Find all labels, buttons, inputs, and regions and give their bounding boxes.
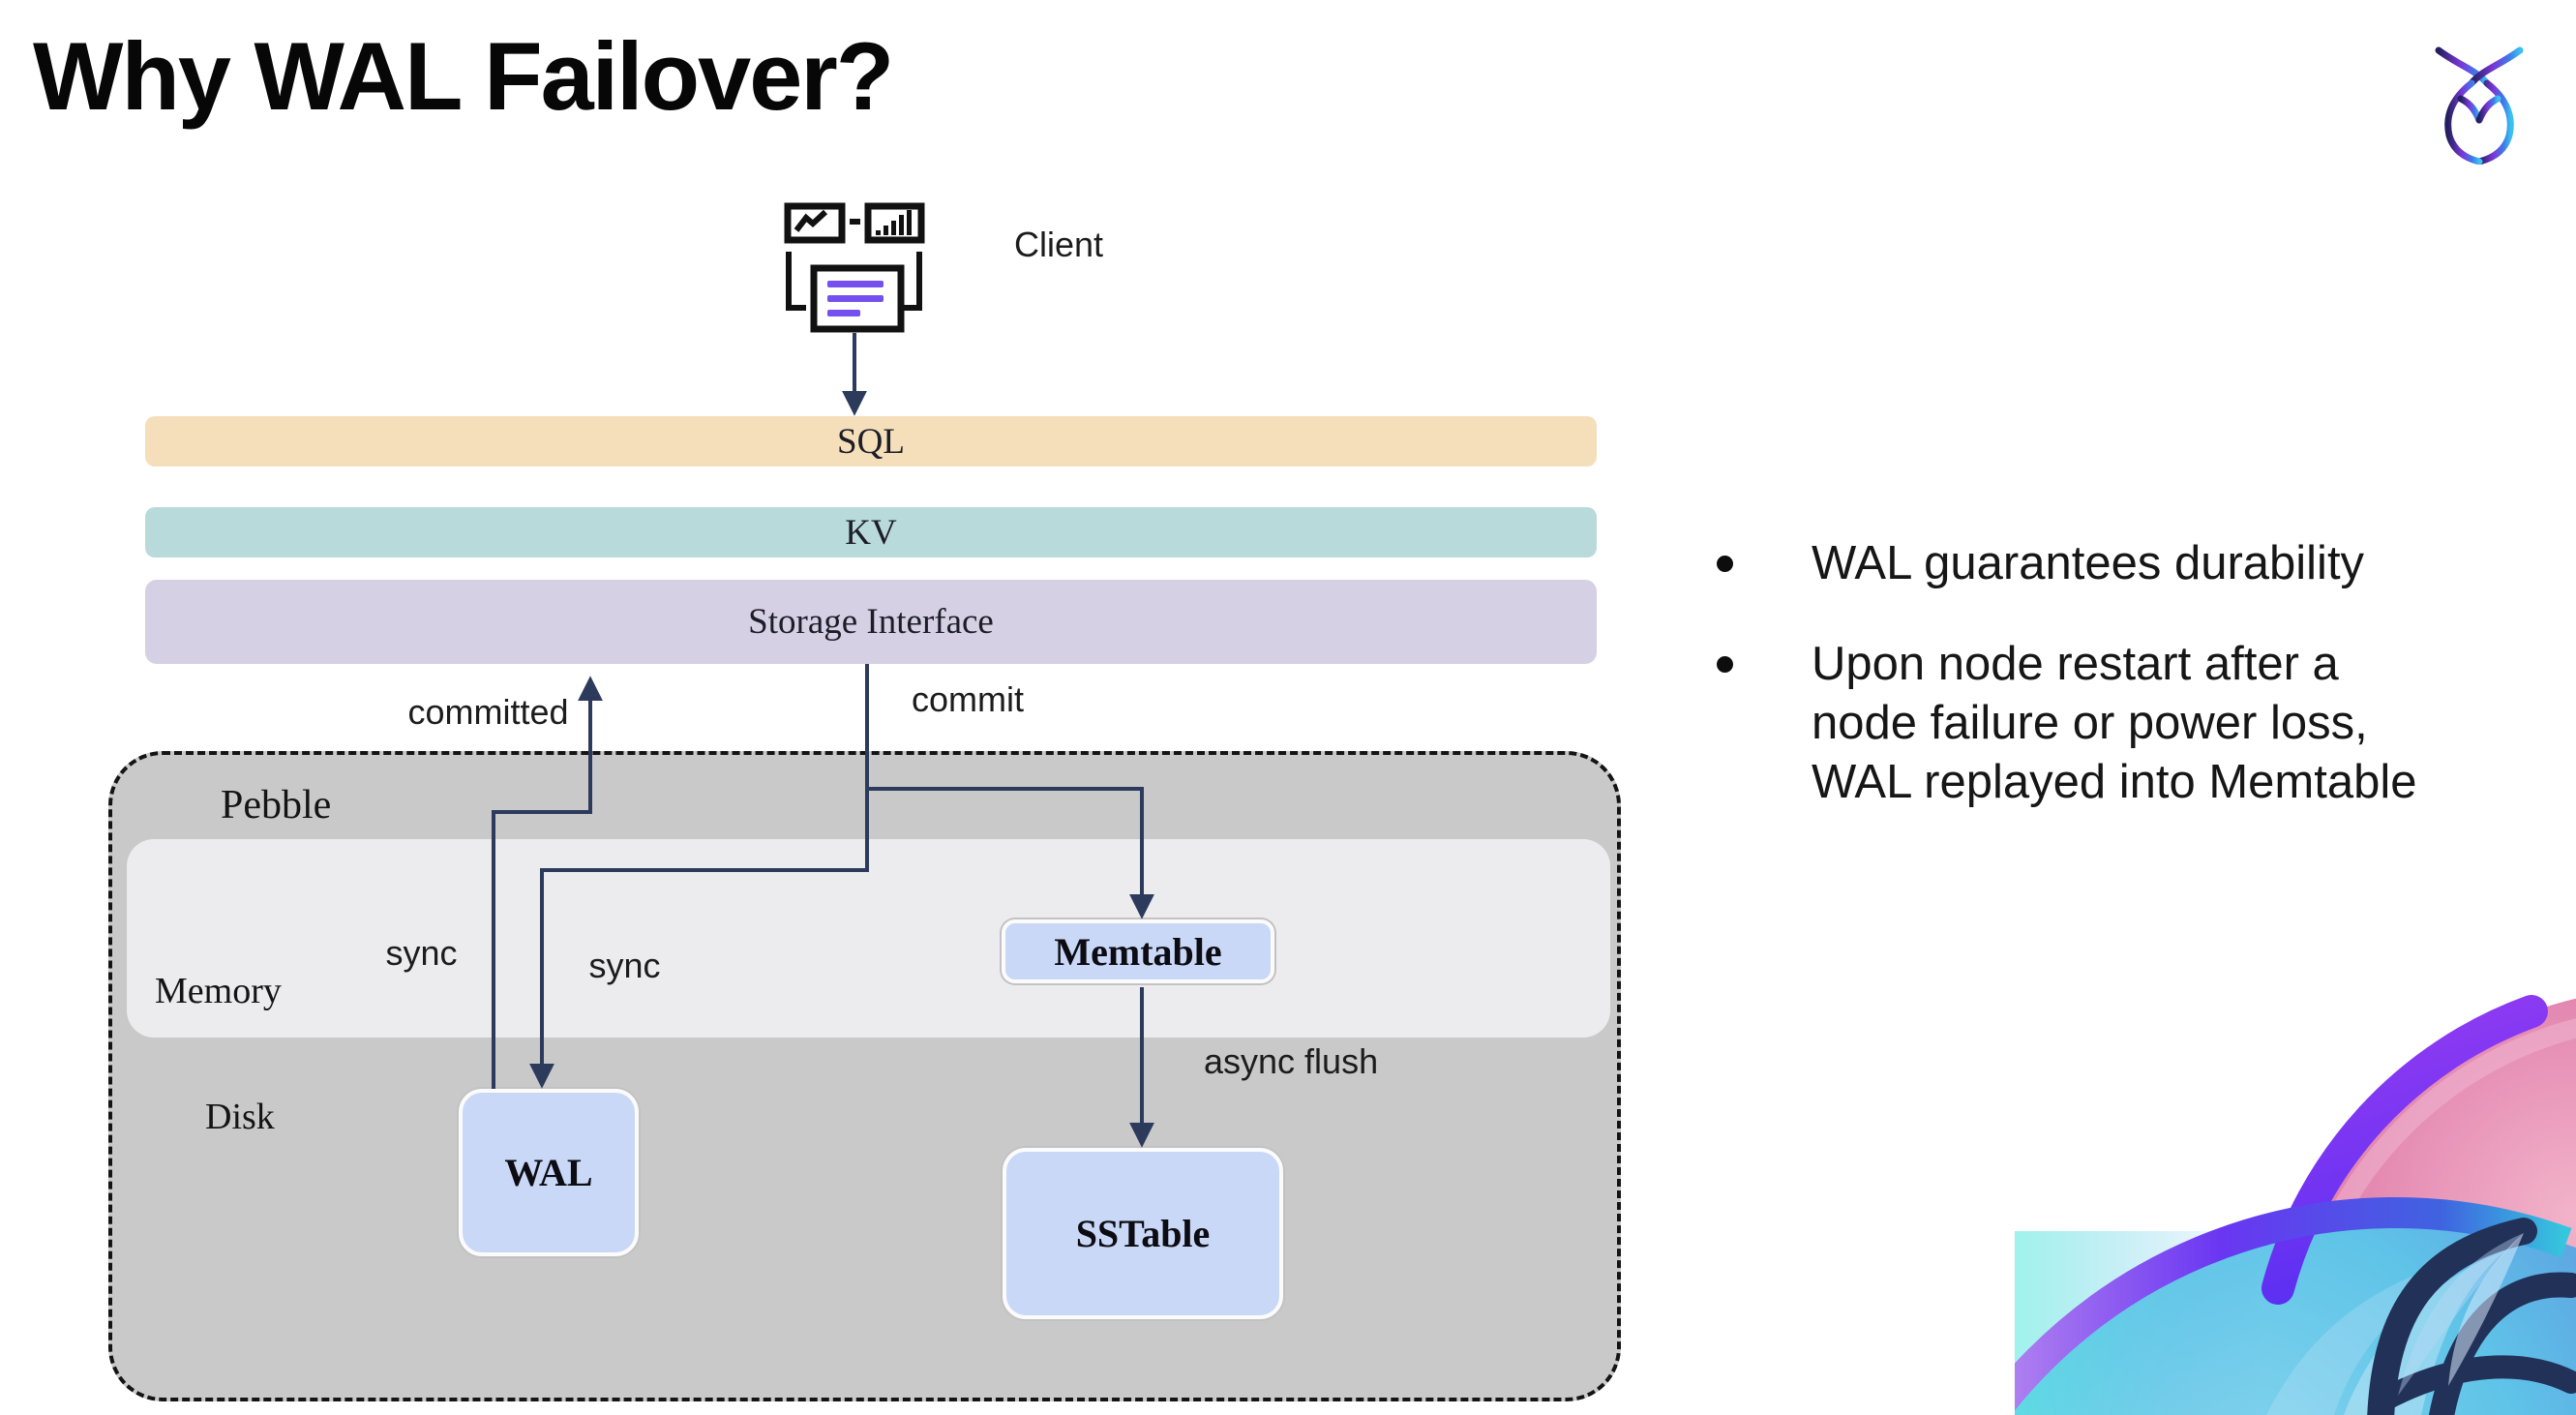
document-icon — [810, 264, 905, 333]
bar-chart-icon — [864, 202, 925, 244]
bullet-text: Upon node restart after a node failure o… — [1812, 635, 2417, 812]
page-title: Why WAL Failover? — [33, 22, 894, 130]
sync-right-label: sync — [588, 946, 661, 985]
purple-arc — [2015, 1197, 2572, 1411]
layer-sql: SQL — [145, 416, 1597, 467]
bullet-text: WAL guarantees durability — [1812, 534, 2364, 593]
layer-kv-label: KV — [845, 512, 897, 553]
line-chart-icon — [784, 202, 846, 244]
navy-curve — [2428, 1272, 2576, 1415]
client-workstation-icon — [784, 202, 925, 333]
bracket-right — [902, 252, 922, 311]
layer-storage-label: Storage Interface — [748, 602, 994, 642]
layer-kv: KV — [145, 507, 1597, 557]
sstable-label: SSTable — [1075, 1212, 1211, 1255]
bullet-line: Upon node restart after a — [1812, 638, 2339, 690]
commit-label: commit — [912, 679, 1024, 719]
memtable-node: Memtable — [1002, 919, 1274, 983]
bullet-dot — [1717, 656, 1733, 673]
cockroachdb-logo-icon — [2435, 46, 2524, 165]
navy-curve — [2367, 1218, 2537, 1415]
pebble-label: Pebble — [221, 783, 332, 828]
async-flush-label: async flush — [1204, 1041, 1379, 1081]
layer-storage-interface: Storage Interface — [145, 580, 1597, 664]
wal-label: WAL — [504, 1151, 593, 1194]
bullet-line: WAL guarantees durability — [1812, 537, 2365, 589]
sync-left-label: sync — [385, 933, 458, 973]
memory-label: Memory — [155, 971, 282, 1011]
brand-artwork — [2015, 989, 2576, 1415]
navy-curve — [2373, 1355, 2576, 1411]
bullet-dot — [1717, 556, 1733, 572]
layer-sql-label: SQL — [837, 421, 905, 462]
wal-node: WAL — [459, 1089, 639, 1256]
sstable-node: SSTable — [1003, 1148, 1283, 1319]
bracket-left — [786, 252, 806, 311]
bullet-item: WAL guarantees durability — [1717, 534, 2364, 593]
memtable-label: Memtable — [1054, 929, 1222, 974]
client-label: Client — [1014, 225, 1104, 264]
memory-region — [127, 839, 1610, 1038]
disk-label: Disk — [205, 1097, 275, 1137]
bullet-line: WAL replayed into Memtable — [1812, 756, 2417, 808]
committed-label: committed — [407, 692, 569, 732]
bullet-line: node failure or power loss, — [1812, 697, 2368, 749]
bullet-item: Upon node restart after a node failure o… — [1717, 635, 2417, 812]
dash-separator — [850, 219, 860, 225]
